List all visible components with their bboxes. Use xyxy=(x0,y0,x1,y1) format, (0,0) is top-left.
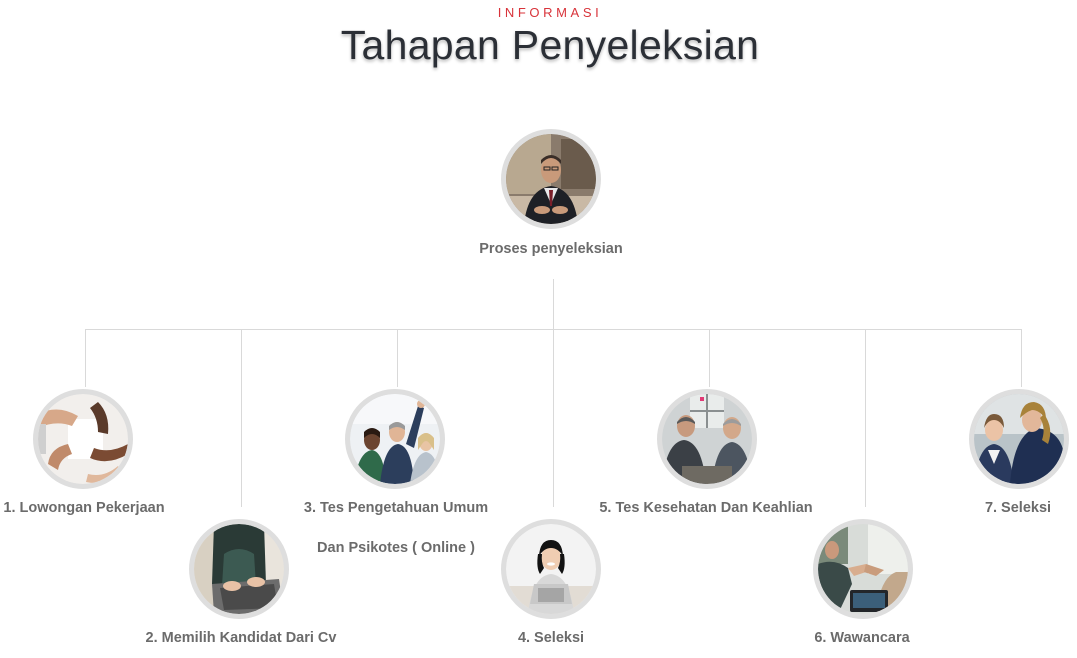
connector-step-4 xyxy=(553,329,554,507)
step-5-photo xyxy=(657,389,757,489)
root-node-photo xyxy=(501,129,601,229)
step-3-label-line2: Dan Psikotes ( Online ) xyxy=(317,540,475,556)
step-1-label: 1. Lowongan Pekerjaan xyxy=(3,500,165,516)
businessman-portrait-image xyxy=(506,134,596,224)
men-meeting-image xyxy=(662,394,752,484)
step-1-photo xyxy=(33,389,133,489)
hands-joined-image xyxy=(38,394,128,484)
step-6-photo xyxy=(813,519,913,619)
connector-step-6 xyxy=(865,329,866,507)
team-celebrating-image xyxy=(350,394,440,484)
step-4-label: 4. Seleksi xyxy=(517,630,585,646)
step-7-photo xyxy=(969,389,1069,489)
step-4-photo xyxy=(501,519,601,619)
page-title: Tahapan Penyeleksian xyxy=(340,22,760,68)
woman-at-laptop-image xyxy=(506,524,596,614)
connector-step-1 xyxy=(85,329,86,387)
step-2-label: 2. Memilih Kandidat Dari Cv xyxy=(145,630,337,646)
step-3-label: 3. Tes Pengetahuan Umum xyxy=(303,500,489,516)
laptop-typing-image xyxy=(194,524,284,614)
connector-root-stem xyxy=(553,279,554,330)
step-6-label: 6. Wawancara xyxy=(814,630,910,646)
step-2-photo xyxy=(189,519,289,619)
connector-step-5 xyxy=(709,329,710,387)
section-kicker: INFORMASI xyxy=(497,5,603,20)
connector-step-2 xyxy=(241,329,242,507)
connector-step-3 xyxy=(397,329,398,387)
step-7-label: 7. Seleksi xyxy=(984,500,1052,516)
step-3-photo xyxy=(345,389,445,489)
step-5-label: 5. Tes Kesehatan Dan Keahlian xyxy=(599,500,813,516)
handshake-image xyxy=(818,524,908,614)
connector-step-7 xyxy=(1021,329,1022,387)
root-node-label: Proses penyeleksian xyxy=(479,241,623,257)
colleagues-talking-image xyxy=(974,394,1064,484)
